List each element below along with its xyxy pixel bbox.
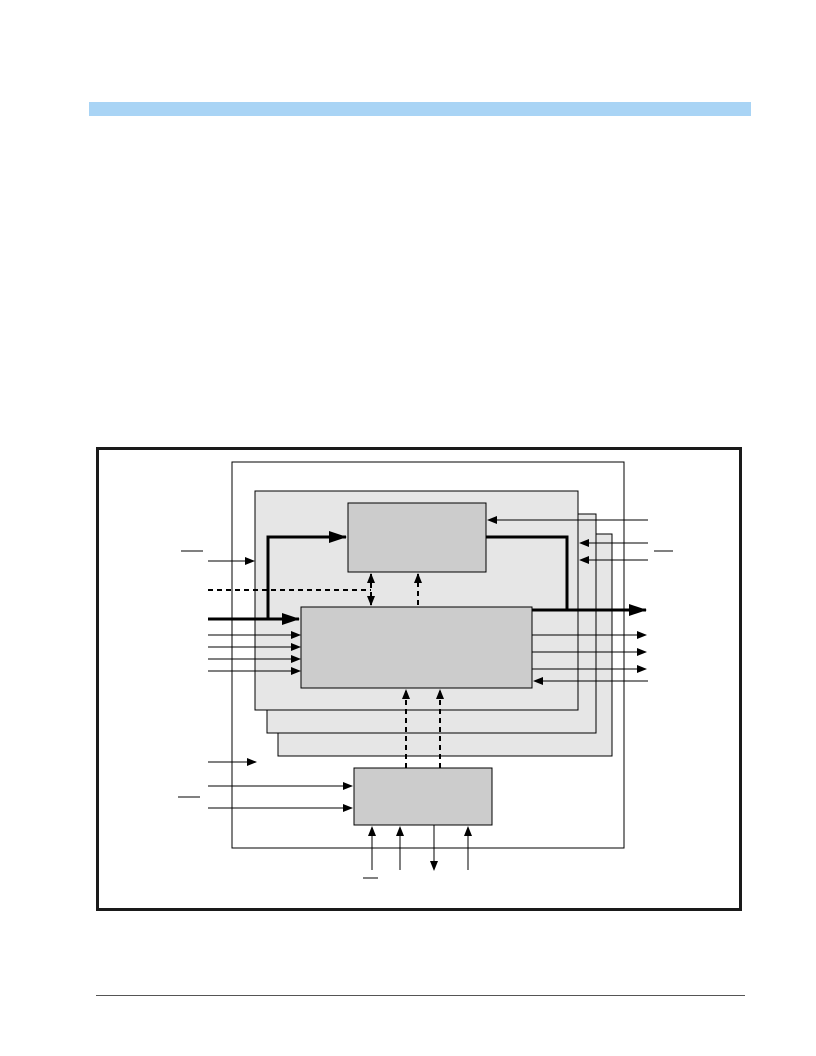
thin-signals: [178, 516, 673, 879]
top-block: [347, 502, 487, 573]
dashed-paths: [208, 573, 444, 768]
header-bar: [89, 102, 751, 116]
footer-rule: [96, 995, 745, 996]
bold-top-block-to-output: [486, 535, 569, 610]
bottom-block: [353, 767, 493, 826]
bold-data-path: [208, 531, 647, 625]
main-block: [300, 606, 533, 689]
bold-path-to-top-block: [266, 531, 347, 619]
